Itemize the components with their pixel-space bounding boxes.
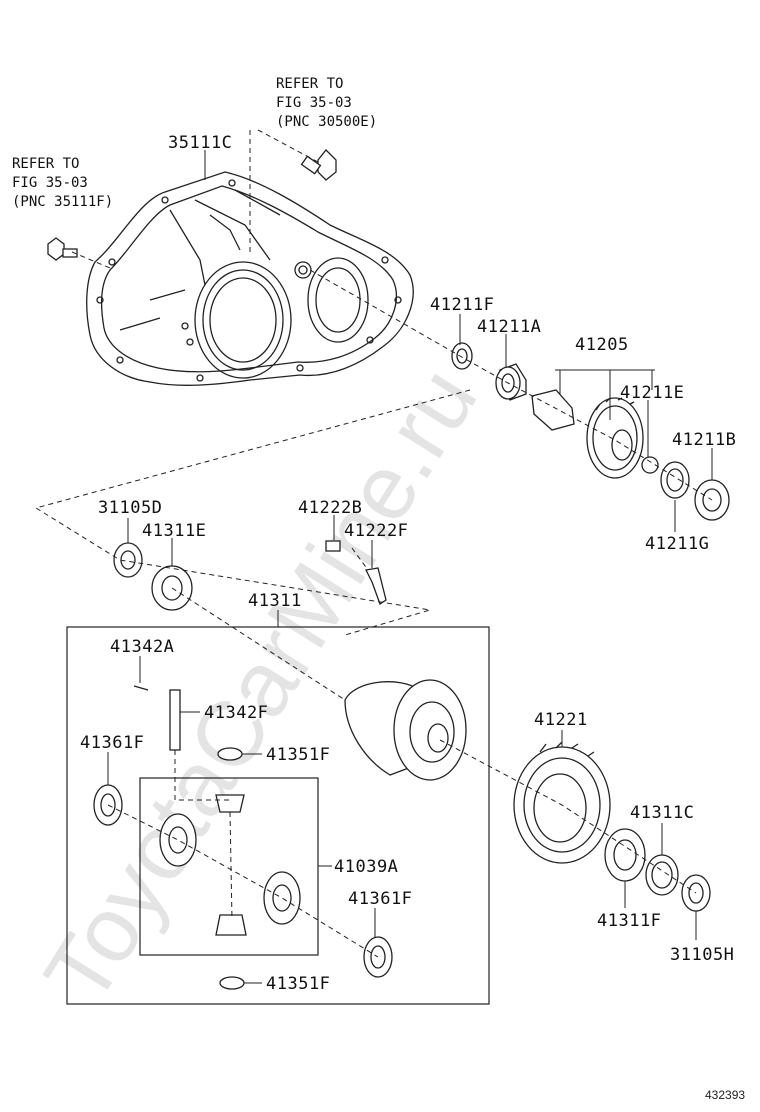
refer-top-line2: FIG 35-03 xyxy=(276,95,352,111)
refer-left-line3: (PNC 35111F) xyxy=(12,194,113,210)
label-41221: 41221 xyxy=(534,710,588,730)
pinion-gear-top xyxy=(215,794,245,813)
refer-left-line1: REFER TO xyxy=(12,156,79,172)
pin-41342A xyxy=(133,685,149,691)
side-gear-right xyxy=(263,871,301,925)
label-31105H: 31105H xyxy=(670,945,734,965)
shaft-41342F xyxy=(169,689,181,751)
transaxle-housing xyxy=(86,171,414,386)
label-41311C: 41311C xyxy=(630,803,694,823)
bearing-41311F xyxy=(604,828,646,882)
diagram-id: 432393 xyxy=(705,1088,745,1102)
bolt-left xyxy=(47,237,78,261)
washer-41351F-top xyxy=(217,747,243,761)
label-41211G: 41211G xyxy=(645,534,709,554)
gear-shaft-41205 xyxy=(531,389,644,479)
label-35111C: 35111C xyxy=(168,133,232,153)
label-41205: 41205 xyxy=(575,335,629,355)
bolt-top xyxy=(300,149,337,181)
label-41211F: 41211F xyxy=(430,295,494,315)
label-41311F: 41311F xyxy=(597,911,661,931)
label-41211A: 41211A xyxy=(477,317,541,337)
differential-case xyxy=(344,679,467,781)
pinion-gear-bottom xyxy=(215,914,247,936)
part-labels: 35111C 41211F 41211A 41205 41211E 41211B… xyxy=(80,133,736,994)
plug-41222B xyxy=(325,540,341,552)
leader-lines xyxy=(107,150,713,984)
label-41222F: 41222F xyxy=(344,521,408,541)
seal-31105D xyxy=(113,542,143,578)
race-41211G xyxy=(660,461,690,499)
label-41311E: 41311E xyxy=(142,521,206,541)
label-41342A: 41342A xyxy=(110,637,174,657)
label-41211E: 41211E xyxy=(620,383,684,403)
refer-note-top: REFER TO FIG 35-03 (PNC 30500E) xyxy=(276,76,377,130)
label-41222B: 41222B xyxy=(298,498,362,518)
side-gear-left xyxy=(159,813,197,867)
washer-41351F-bottom xyxy=(219,976,245,990)
label-41211B: 41211B xyxy=(672,430,736,450)
refer-note-left: REFER TO FIG 35-03 (PNC 35111F) xyxy=(12,156,113,210)
refer-top-line3: (PNC 30500E) xyxy=(276,114,377,130)
label-41351F-bottom: 41351F xyxy=(266,974,330,994)
label-41342F: 41342F xyxy=(204,703,268,723)
refer-left-line2: FIG 35-03 xyxy=(12,175,88,191)
label-41361F-right: 41361F xyxy=(348,889,412,909)
refer-top-line1: REFER TO xyxy=(276,76,343,92)
label-41351F-top: 41351F xyxy=(266,745,330,765)
label-41039A: 41039A xyxy=(334,857,398,877)
bearing-41211A xyxy=(495,363,527,401)
oil-seal-41211F xyxy=(451,342,473,370)
label-41361F-left: 41361F xyxy=(80,733,144,753)
label-41311: 41311 xyxy=(248,591,302,611)
shim-41311C xyxy=(645,854,679,896)
dashed-axis-lines xyxy=(34,129,713,958)
ball-41211E xyxy=(641,456,659,474)
label-31105D: 31105D xyxy=(98,498,162,518)
ring-gear-41221 xyxy=(513,741,611,864)
